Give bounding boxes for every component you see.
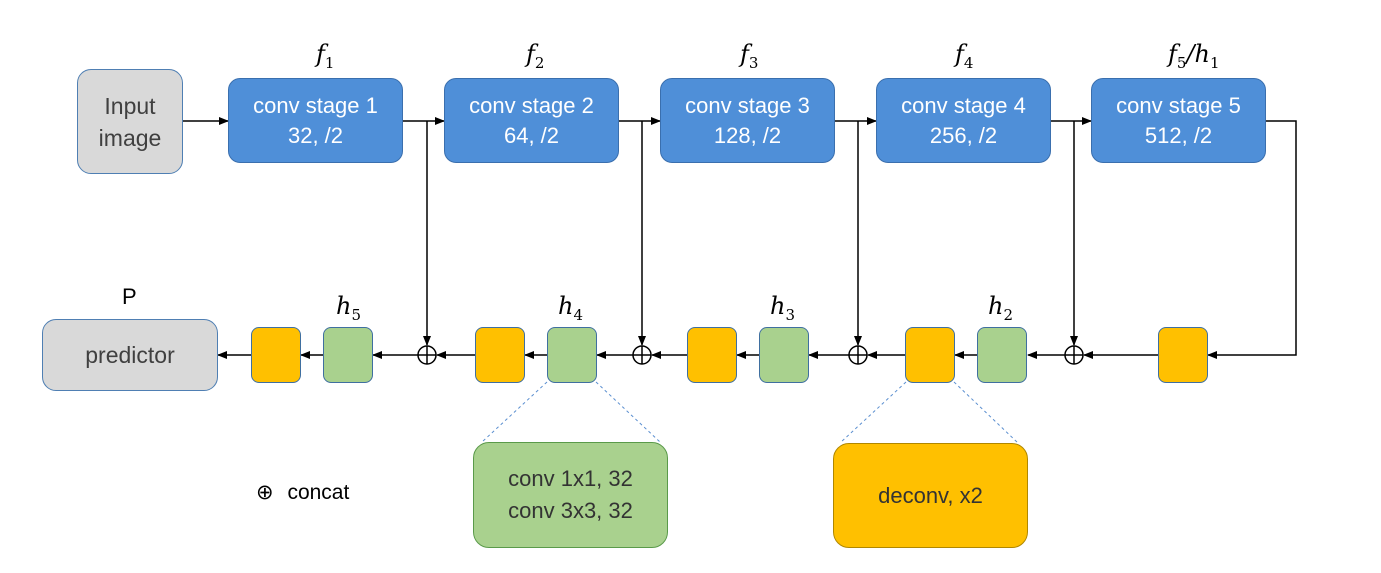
- deconv-detail-box: deconv, x2: [833, 443, 1028, 548]
- conv-stage-3-spec: 128, /2: [713, 122, 782, 148]
- conv-block-h2: [977, 327, 1027, 383]
- deconv-block-1: [905, 327, 955, 383]
- conv-detail-line2: conv 3x3, 32: [508, 498, 633, 523]
- conv-stage-2-name: conv stage 2: [469, 92, 594, 118]
- conv-stage-1-name: conv stage 1: [253, 92, 378, 118]
- zoom-line-green-left: [481, 381, 548, 443]
- feature-label-f4: f4: [955, 40, 974, 72]
- concat-symbol-icon: ⊕: [256, 480, 274, 504]
- conv-stage-5-name: conv stage 5: [1116, 92, 1241, 118]
- deconv-block-3: [475, 327, 525, 383]
- conv-stage-4-box: conv stage 4 256, /2: [876, 78, 1051, 163]
- input-image-line1: Input: [104, 92, 156, 119]
- input-image-box: Input image: [77, 69, 183, 174]
- conv-stage-1-spec: 32, /2: [287, 122, 344, 148]
- legend-concat-text: concat: [287, 481, 350, 504]
- conv-detail-box: conv 1x1, 32 conv 3x3, 32: [473, 442, 668, 548]
- conv-stage-2-box: conv stage 2 64, /2: [444, 78, 619, 163]
- legend-concat: ⊕ concat: [256, 480, 349, 505]
- conv-detail-line1: conv 1x1, 32: [508, 466, 633, 491]
- conv-stage-3-box: conv stage 3 128, /2: [660, 78, 835, 163]
- merge-label-h2: h2: [988, 292, 1014, 324]
- concat-node-2: [632, 345, 652, 365]
- stage5-output-route: [1207, 120, 1297, 359]
- conv-stage-5-box: conv stage 5 512, /2: [1091, 78, 1266, 163]
- conv-block-h5: [323, 327, 373, 383]
- zoom-line-green-right: [595, 381, 661, 443]
- concat-node-3: [848, 345, 868, 365]
- conv-stage-2-spec: 64, /2: [503, 122, 560, 148]
- conv-stage-4-spec: 256, /2: [929, 122, 998, 148]
- predictor-title: P: [122, 284, 137, 309]
- merge-label-h5: h5: [336, 292, 362, 324]
- conv-block-h4: [547, 327, 597, 383]
- feature-label-f2: f2: [526, 40, 545, 72]
- concat-node-4: [1064, 345, 1084, 365]
- zoom-line-yellow-left: [839, 381, 907, 444]
- concat-node-1: [417, 345, 437, 365]
- deconv-block-final: [251, 327, 301, 383]
- conv-stage-3-name: conv stage 3: [685, 92, 810, 118]
- conv-stage-1-box: conv stage 1 32, /2: [228, 78, 403, 163]
- merge-label-h3: h3: [770, 292, 796, 324]
- deconv-detail-line1: deconv, x2: [878, 482, 983, 508]
- predictor-box: predictor: [42, 319, 218, 391]
- feature-label-f1: f1: [316, 40, 335, 72]
- feature-label-f5-h1: f5/h1: [1168, 40, 1220, 72]
- feature-label-f3: f3: [740, 40, 759, 72]
- conv-stage-4-name: conv stage 4: [901, 92, 1026, 118]
- input-image-line2: image: [98, 124, 162, 151]
- predictor-label: predictor: [85, 342, 175, 368]
- merge-label-h4: h4: [558, 292, 584, 324]
- zoom-line-yellow-right: [953, 381, 1019, 444]
- deconv-block-2: [687, 327, 737, 383]
- conv-block-h3: [759, 327, 809, 383]
- conv-stage-5-spec: 512, /2: [1144, 122, 1213, 148]
- deconv-block-h1: [1158, 327, 1208, 383]
